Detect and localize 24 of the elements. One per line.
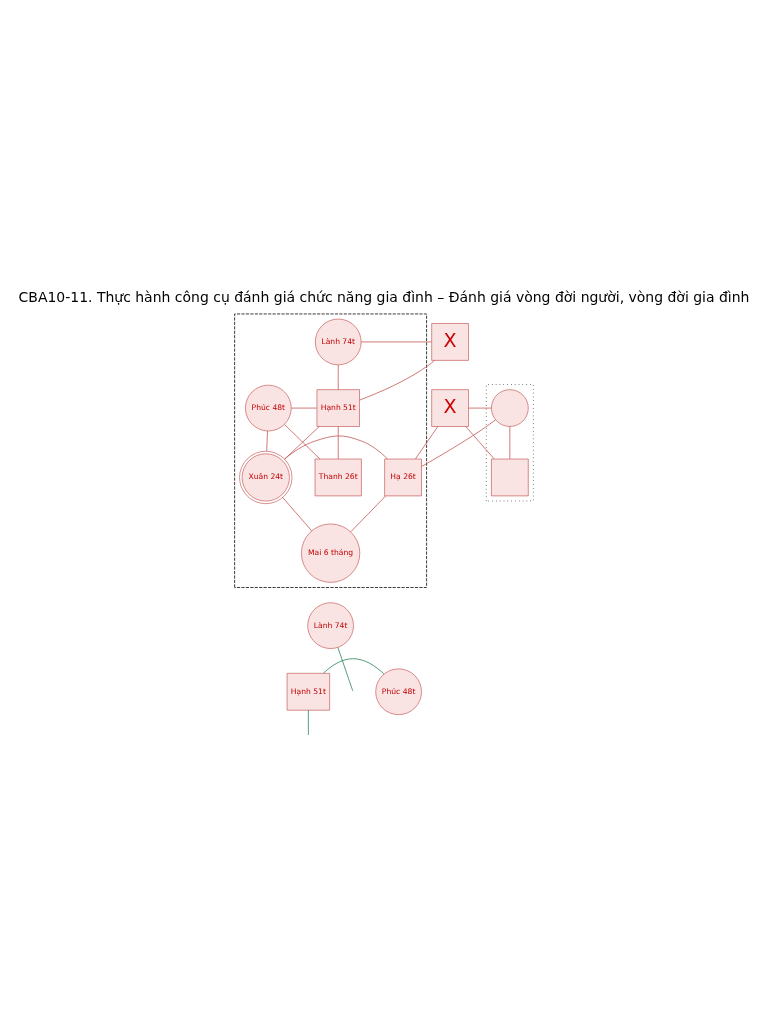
connector bbox=[359, 360, 435, 401]
node-box: X bbox=[431, 323, 469, 361]
connector bbox=[284, 435, 388, 460]
connector bbox=[337, 426, 339, 460]
connector bbox=[468, 407, 492, 409]
connector bbox=[337, 647, 354, 692]
connector bbox=[350, 495, 387, 533]
connector bbox=[308, 709, 309, 736]
connector bbox=[337, 364, 339, 390]
connector bbox=[282, 497, 312, 531]
cluster bbox=[234, 313, 428, 588]
node-box bbox=[491, 458, 529, 497]
connector bbox=[415, 426, 439, 460]
connector bbox=[360, 341, 432, 343]
connector bbox=[323, 658, 385, 675]
diagram-title: CBA10-11. Thực hành công cụ đánh giá chức năng gia đình – Đánh giá vòng đời người, vòng đời gia đình bbox=[18, 289, 750, 306]
connector bbox=[465, 426, 495, 460]
cluster bbox=[485, 384, 534, 502]
node-box: X bbox=[431, 389, 469, 427]
node-circle bbox=[491, 389, 529, 427]
connector bbox=[266, 430, 268, 452]
connector bbox=[421, 419, 496, 467]
connector bbox=[290, 407, 318, 409]
connector bbox=[509, 426, 511, 460]
